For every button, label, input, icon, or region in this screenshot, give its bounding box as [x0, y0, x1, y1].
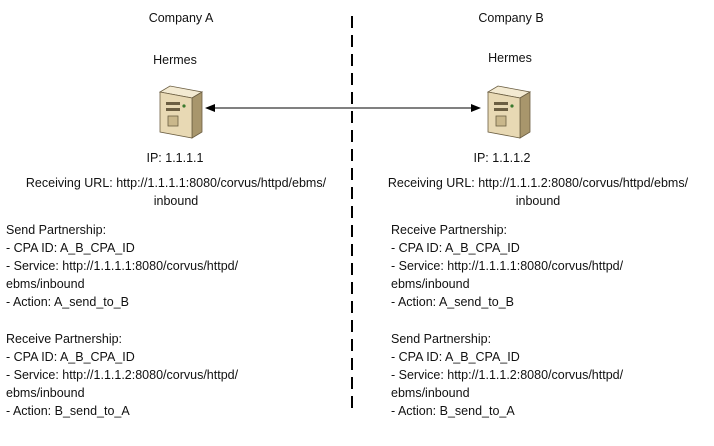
- company-a-send-service-line1: - Service: http://1.1.1.1:8080/corvus/ht…: [6, 259, 239, 273]
- company-a-send-cpa-id: - CPA ID: A_B_CPA_ID: [6, 241, 135, 255]
- company-b-title: Company B: [478, 11, 544, 25]
- company-a-ip: IP: 1.1.1.1: [146, 151, 204, 165]
- company-b-receiving-url-line1: Receiving URL: http://1.1.1.2:8080/corvu…: [387, 176, 689, 190]
- company-a-send-service-line2: ebms/inbound: [6, 277, 85, 291]
- company-b-receive-partnership-title: Receive Partnership:: [391, 223, 508, 237]
- company-b-send-partnership: Send Partnership: - CPA ID: A_B_CPA_ID -…: [391, 330, 623, 420]
- company-b-receiving-url: Receiving URL: http://1.1.1.2:8080/corvu…: [366, 174, 710, 210]
- company-a-receive-service-line2: ebms/inbound: [6, 386, 85, 400]
- company-a-send-partnership-title: Send Partnership:: [6, 223, 107, 237]
- company-a-send-action: - Action: A_send_to_B: [6, 295, 130, 309]
- company-b-send-cpa-id: - CPA ID: A_B_CPA_ID: [391, 350, 520, 364]
- company-a-server-icon: [158, 85, 204, 139]
- company-a-receive-action: - Action: B_send_to_A: [6, 404, 130, 418]
- company-a-title: Company A: [148, 11, 214, 25]
- company-b-send-partnership-title: Send Partnership:: [391, 332, 492, 346]
- company-a-server-label: Hermes: [153, 53, 197, 67]
- company-b-server-icon: [486, 85, 532, 139]
- company-b-receive-partnership: Receive Partnership: - CPA ID: A_B_CPA_I…: [391, 221, 623, 311]
- company-a-receive-service-line1: - Service: http://1.1.1.2:8080/corvus/ht…: [6, 368, 239, 382]
- company-a-receive-partnership: Receive Partnership: - CPA ID: A_B_CPA_I…: [6, 330, 238, 420]
- company-b-receive-service-line1: - Service: http://1.1.1.1:8080/corvus/ht…: [391, 259, 624, 273]
- company-b-ip: IP: 1.1.1.2: [473, 151, 531, 165]
- company-a-receiving-url-line2: inbound: [153, 194, 199, 208]
- company-a-receiving-url: Receiving URL: http://1.1.1.1:8080/corvu…: [4, 174, 348, 210]
- company-b-send-service-line1: - Service: http://1.1.1.2:8080/corvus/ht…: [391, 368, 624, 382]
- company-b-receive-action: - Action: A_send_to_B: [391, 295, 515, 309]
- company-a-receive-cpa-id: - CPA ID: A_B_CPA_ID: [6, 350, 135, 364]
- company-b-send-service-line2: ebms/inbound: [391, 386, 470, 400]
- company-b-send-action: - Action: B_send_to_A: [391, 404, 515, 418]
- company-b-receive-service-line2: ebms/inbound: [391, 277, 470, 291]
- company-b-server-label: Hermes: [488, 51, 532, 65]
- company-b-receive-cpa-id: - CPA ID: A_B_CPA_ID: [391, 241, 520, 255]
- company-a-send-partnership: Send Partnership: - CPA ID: A_B_CPA_ID -…: [6, 221, 238, 311]
- company-a-receiving-url-line1: Receiving URL: http://1.1.1.1:8080/corvu…: [25, 176, 327, 190]
- company-b-receiving-url-line2: inbound: [515, 194, 561, 208]
- company-a-receive-partnership-title: Receive Partnership:: [6, 332, 123, 346]
